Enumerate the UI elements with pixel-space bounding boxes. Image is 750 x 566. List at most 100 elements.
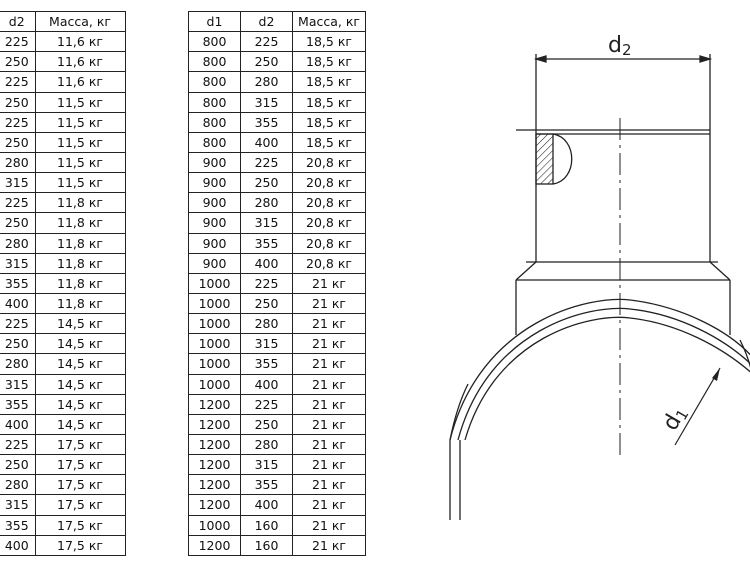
cell-d1: 1200	[188, 393, 241, 415]
cell-mass: 11,5 кг	[35, 131, 126, 153]
cell-mass: 20,8 кг	[292, 232, 366, 254]
cell-mass: 21 кг	[292, 474, 366, 496]
cell-d2: 355	[240, 232, 293, 254]
d1-leader-line	[674, 367, 721, 446]
cell-mass: 11,8 кг	[35, 192, 126, 214]
cell-mass: 21 кг	[292, 454, 366, 476]
cell-d1: 900	[188, 172, 241, 194]
cell-mass: 17,5 кг	[35, 494, 126, 516]
cell-mass: 17,5 кг	[35, 433, 126, 456]
cell-d2: 225	[0, 111, 36, 133]
cell-d2: 160	[240, 514, 293, 536]
cell-mass: 14,5 кг	[35, 333, 126, 355]
cell-mass: 11,5 кг	[35, 111, 126, 133]
neck-right-slope	[709, 261, 731, 281]
cell-mass: 21 кг	[292, 353, 366, 375]
cell-d1: 900	[188, 192, 241, 214]
cell-d2: 315	[0, 494, 36, 516]
cell-mass: 17,5 кг	[35, 474, 126, 496]
cell-d2: 225	[0, 31, 36, 53]
cell-d1: 900	[188, 232, 241, 254]
cell-d2: 355	[0, 272, 36, 294]
cell-d1: 1000	[188, 313, 241, 335]
cell-d2: 280	[240, 71, 293, 93]
cell-mass: 11,5 кг	[35, 172, 126, 194]
header-d2: d2	[240, 10, 293, 33]
main-pipe-arc	[449, 383, 469, 520]
cell-d2: 280	[0, 353, 36, 375]
cell-d2: 355	[0, 393, 36, 415]
cell-mass: 11,8 кг	[35, 252, 126, 274]
cell-d1: 1000	[188, 514, 241, 536]
cell-mass: 18,5 кг	[292, 31, 366, 53]
cell-d1: 900	[188, 252, 241, 274]
cell-mass: 18,5 кг	[292, 111, 366, 133]
d2-arrow-right	[699, 55, 713, 63]
cell-mass: 21 кг	[292, 393, 366, 415]
cell-d2: 315	[0, 172, 36, 194]
cell-d2: 160	[240, 534, 293, 556]
cell-d1: 1200	[188, 454, 241, 476]
cell-d2: 225	[240, 272, 293, 294]
table-header-row: d1 d2 Масса, кг	[188, 10, 366, 33]
cell-d1: 900	[188, 212, 241, 234]
cell-d2: 250	[0, 51, 36, 73]
cell-d2: 315	[240, 454, 293, 476]
cell-d2: 250	[0, 131, 36, 153]
cell-mass: 21 кг	[292, 373, 366, 395]
cell-d1: 1000	[188, 353, 241, 375]
cell-mass: 20,8 кг	[292, 151, 366, 174]
cell-mass: 14,5 кг	[35, 313, 126, 335]
cell-mass: 11,8 кг	[35, 212, 126, 234]
header-d1: d1	[188, 10, 241, 33]
cell-d1: 1200	[188, 413, 241, 435]
section-curve	[552, 133, 573, 185]
cell-d1: 1200	[188, 494, 241, 516]
cell-d2: 250	[240, 51, 293, 73]
cell-d2: 225	[240, 393, 293, 415]
cell-d2: 355	[240, 111, 293, 133]
cell-mass: 14,5 кг	[35, 353, 126, 375]
cell-d2: 400	[0, 413, 36, 435]
cell-d2: 315	[240, 91, 293, 113]
saddle-arc-2	[457, 307, 750, 441]
cell-d2: 400	[240, 494, 293, 516]
cell-d2: 355	[240, 353, 293, 375]
cell-mass: 11,8 кг	[35, 272, 126, 294]
cell-d1: 1000	[188, 373, 241, 395]
cell-d2: 400	[240, 373, 293, 395]
cell-mass: 20,8 кг	[292, 192, 366, 214]
cell-mass: 21 кг	[292, 313, 366, 335]
cell-d2: 225	[240, 31, 293, 53]
cell-d2: 400	[0, 292, 36, 315]
